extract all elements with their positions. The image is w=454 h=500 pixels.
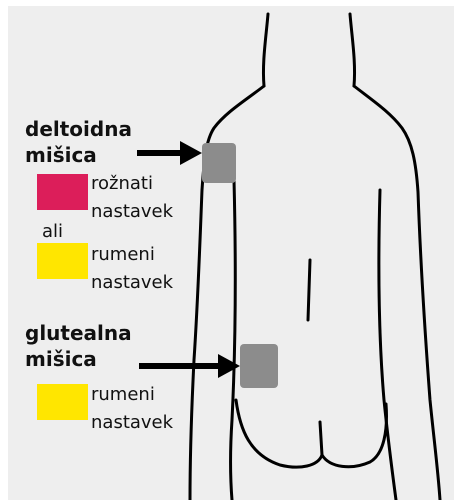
deltoid-site [202, 143, 236, 183]
deltoid-heading-line1: deltoidna [25, 116, 132, 142]
deltoid-arrow-head [180, 141, 202, 165]
deltoid-heading-line2: mišica [25, 142, 97, 168]
left-arm-inner-outline [231, 180, 236, 500]
neck-right-outline [350, 14, 355, 86]
gluteal-site [240, 344, 278, 388]
deltoid-option2-line2: nastavek [91, 271, 173, 295]
pink-swatch [37, 174, 88, 210]
deltoid-option2-line1: rumeni [91, 243, 155, 267]
gluteal-option-line1: rumeni [91, 383, 155, 407]
neck-left-outline [263, 14, 268, 86]
gluteal-yellow-swatch [37, 384, 88, 420]
spine-line [308, 260, 310, 320]
left-hip-outline [236, 400, 322, 467]
gluteal-heading-line2: mišica [25, 346, 97, 372]
gluteal-cleft-line [320, 422, 322, 455]
deltoid-arrow-shaft [137, 150, 182, 156]
gluteal-option-line2: nastavek [91, 411, 173, 435]
deltoid-separator: ali [42, 220, 63, 244]
gluteal-heading-line1: glutealna [25, 320, 132, 346]
gluteal-arrow-head [218, 354, 240, 378]
right-shoulder-outline [354, 86, 440, 500]
right-arm-inner-outline [379, 190, 396, 500]
deltoid-option1-line1: rožnati [91, 172, 153, 196]
right-hip-outline [322, 404, 386, 467]
gluteal-arrow-shaft [139, 363, 220, 369]
deltoid-yellow-swatch [37, 243, 88, 279]
deltoid-option1-line2: nastavek [91, 200, 173, 224]
